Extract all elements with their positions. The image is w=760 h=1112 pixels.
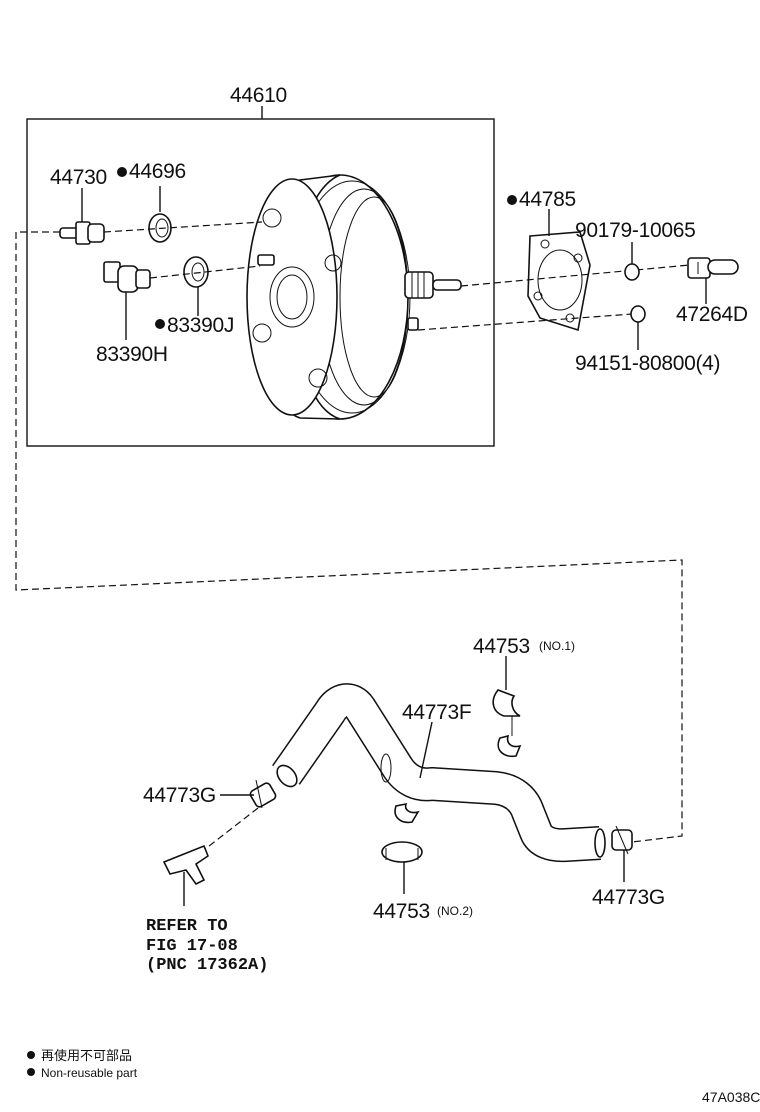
non-reusable-mark [507, 195, 517, 205]
label-hose-clip-right: 44773G [592, 886, 665, 909]
label-hose-clip-left: 44773G [143, 784, 216, 807]
non-reusable-mark [155, 319, 165, 329]
label-clamp-no1-note: (NO.1) [539, 639, 575, 653]
label-clevis: 47264D [676, 303, 748, 326]
legend-non-reusable-en: Non-reusable part [41, 1066, 138, 1080]
reference-line3: (PNC 17362A) [146, 956, 268, 975]
sensor [103, 261, 151, 293]
label-gasket: 44785 [519, 188, 576, 211]
figure-code: 47A038C [702, 1089, 760, 1105]
vacuum-hose [272, 683, 606, 863]
bolt [630, 305, 646, 323]
label-clamp-no1: 44753 [473, 635, 530, 658]
label-sensor-grommet: 83390J [167, 314, 234, 337]
label-booster-assembly: 44610 [230, 84, 287, 107]
clevis [687, 257, 739, 279]
label-nut: 90179-10065 [575, 219, 696, 242]
clamp-no1 [492, 689, 522, 758]
legend-bullet [27, 1051, 35, 1059]
label-clamp-no2-note: (NO.2) [437, 904, 473, 918]
nut [624, 263, 640, 281]
gasket [527, 231, 591, 332]
reference-line2: FIG 17-08 [146, 937, 238, 956]
label-hose: 44773F [402, 701, 471, 724]
hose-clip-right [611, 825, 633, 855]
check-valve [59, 221, 105, 245]
non-reusable-mark [117, 167, 127, 177]
legend-bullet [27, 1068, 35, 1076]
label-clamp-no2: 44753 [373, 900, 430, 923]
legend-non-reusable-cn: 再使用不可部品 [41, 1048, 132, 1064]
label-check-valve: 44730 [50, 166, 107, 189]
reference-line1: REFER TO [146, 917, 228, 936]
reference-fitting [162, 844, 209, 886]
brake-booster [246, 174, 462, 420]
label-bolt: 94151-80800(4) [575, 352, 720, 375]
label-grommet: 44696 [129, 160, 186, 183]
label-sensor: 83390H [96, 343, 168, 366]
sensor-grommet [183, 256, 209, 288]
hose-clip-left [249, 779, 277, 809]
clamp-no2 [381, 802, 423, 863]
